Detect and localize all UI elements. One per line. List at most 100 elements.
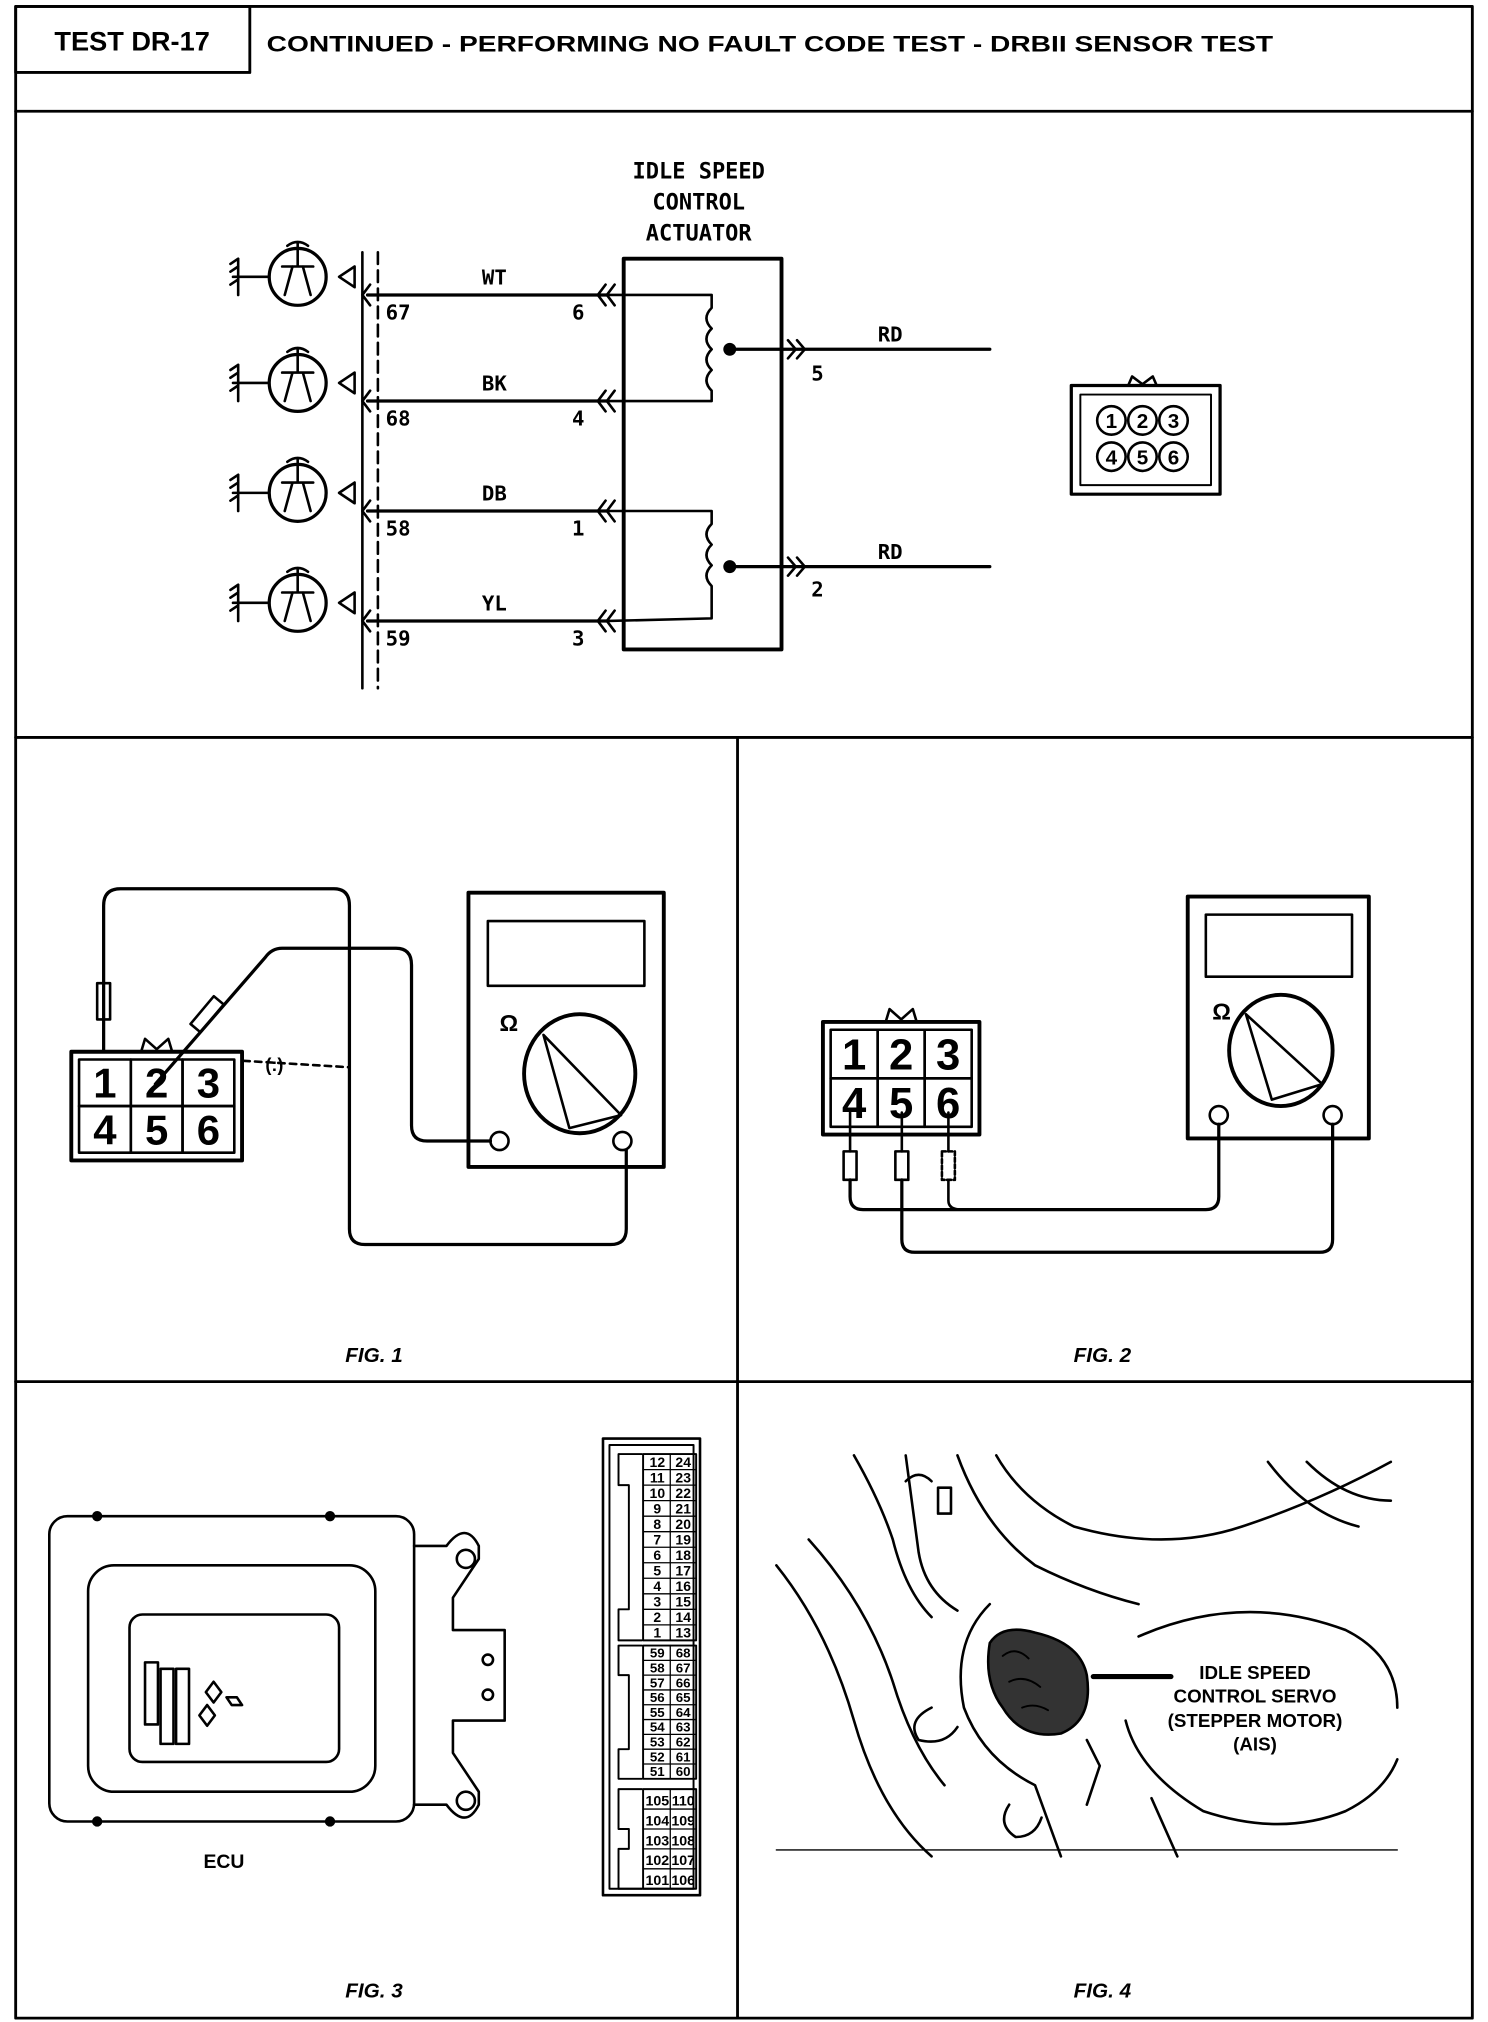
actuator-pin-number: 3 (572, 627, 584, 651)
connector-pin (1095, 404, 1127, 436)
terminal-com[interactable] (1208, 1104, 1230, 1126)
ecu-pin-number: 55 (650, 1705, 665, 1720)
terminal-v-ohm[interactable] (612, 1130, 633, 1152)
cavity-number: 4 (93, 1106, 117, 1153)
actuator-pin-number: 2 (811, 577, 823, 601)
ecu-pin-number: 1 (653, 1625, 661, 1641)
ohm-symbol: Ω (499, 1010, 518, 1036)
optional-probe-dashed (242, 1059, 351, 1069)
ecu-pin-number: 9 (653, 1500, 661, 1516)
selector-dial[interactable] (1227, 992, 1335, 1109)
cavity-number: 1 (93, 1060, 116, 1107)
ecu-pin-number: 53 (650, 1735, 665, 1750)
transistor-ground-icon (229, 240, 356, 297)
ecu-pin-number: 16 (675, 1578, 691, 1594)
ecu-pin-number: 106 (671, 1873, 695, 1889)
sensor-symbol (229, 456, 356, 523)
actuator-pin-number: 6 (572, 301, 584, 325)
multimeter: Ω (1185, 894, 1371, 1141)
probe-tip (940, 1150, 957, 1182)
ecu-pin-number: 3 (653, 1594, 661, 1610)
connector-pin (1095, 441, 1127, 473)
ecu-pin-number: 60 (676, 1764, 691, 1779)
ecu-pin-number: 54 (650, 1720, 665, 1735)
ecu-pin-number: 104 (645, 1813, 669, 1829)
ecu-pin-number: 59 (650, 1646, 665, 1661)
figure-3-caption: FIG. 3 (345, 1979, 403, 2002)
coil-upper (606, 293, 713, 403)
connector-pin (1126, 404, 1158, 436)
probe-tip (842, 1150, 858, 1182)
multimeter: Ω (466, 890, 666, 1169)
wire-color-label: WT (482, 266, 507, 290)
terminal-v-ohm[interactable] (1322, 1104, 1343, 1126)
coil-lower (606, 509, 713, 623)
ecu-pin-number: 58 (650, 1660, 665, 1675)
cavity-number: 3 (936, 1031, 960, 1080)
ecu-pin-number: 22 (675, 1485, 691, 1501)
connector-cavity[interactable] (181, 1104, 236, 1154)
stepper-motor-servo (986, 1628, 1090, 1736)
figure-4-caption: FIG. 4 (1074, 1979, 1132, 2002)
connector-key-outline (617, 1644, 643, 1780)
actuator-label-line-3: ACTUATOR (646, 222, 753, 247)
test-lead (153, 946, 493, 1143)
cavity-number: 3 (197, 1060, 220, 1107)
test-lead (900, 1122, 1335, 1254)
ecu-pin-number: 17 (675, 1562, 691, 1578)
cavity-number: 4 (842, 1079, 867, 1128)
ecu-drawing (48, 1511, 506, 1827)
connector-pin-number: 1 (1106, 410, 1118, 433)
connector-pin-number: 6 (1168, 446, 1180, 469)
ecu-pin-number: 58 (386, 517, 411, 541)
test-id: TEST DR-17 (54, 25, 209, 56)
ecu-pin-number: 13 (675, 1625, 691, 1641)
connector-latch (139, 1037, 174, 1054)
callout-line-4: (AIS) (1233, 1733, 1277, 1754)
connector-chevron-icon (361, 283, 372, 307)
callout-line-1: IDLE SPEED (1199, 1662, 1310, 1683)
ecu-pin-number: 2 (653, 1609, 661, 1625)
connector-key-outline (617, 1788, 643, 1890)
actuator-pin-number: 4 (572, 407, 584, 431)
sensor-symbol (229, 566, 356, 633)
wire-color-label: DB (482, 482, 507, 506)
ecu-pin-number: 109 (671, 1813, 695, 1829)
probe-tip (189, 994, 226, 1034)
actuator-label-line-1: IDLE SPEED (633, 160, 765, 185)
ecu-pin-number: 20 (675, 1516, 691, 1532)
dial-pointer (1244, 1012, 1324, 1101)
wire-color-label: YL (482, 592, 507, 616)
actuator-pin-number: 1 (572, 517, 584, 541)
connector-chevron-icon (361, 609, 372, 633)
ecu-pin-number: 57 (650, 1675, 665, 1690)
ecu-pin-number: 68 (386, 407, 411, 431)
ecu-pin-number: 56 (650, 1690, 665, 1705)
probe-tip (95, 981, 112, 1021)
cavity-number: 1 (842, 1031, 866, 1080)
connector-body (69, 1049, 244, 1163)
ecu-pin-number: 15 (675, 1594, 691, 1610)
connector-chevron-icon (361, 389, 372, 413)
optional-probe-marker: (:) (265, 1055, 283, 1075)
connector-key-outline (617, 1453, 643, 1642)
probe-tip (894, 1150, 910, 1182)
multimeter-display (486, 919, 646, 988)
dial-pointer (542, 1033, 623, 1130)
supply-wire-color: RD (878, 323, 903, 347)
ecu-pin-number: 66 (676, 1675, 691, 1690)
ecu-pin-number: 10 (650, 1485, 666, 1501)
connector-latch (884, 1007, 918, 1024)
ecu-pin-number: 68 (676, 1646, 691, 1661)
test-lead (848, 1122, 1221, 1212)
terminal-com[interactable] (489, 1130, 510, 1152)
ecu-pin-number: 103 (645, 1833, 669, 1849)
selector-dial[interactable] (522, 1012, 638, 1136)
connector-pin (1157, 404, 1190, 436)
callout-line-3: (STEPPER MOTOR) (1168, 1710, 1343, 1731)
ecu-pin-number: 107 (671, 1853, 695, 1869)
